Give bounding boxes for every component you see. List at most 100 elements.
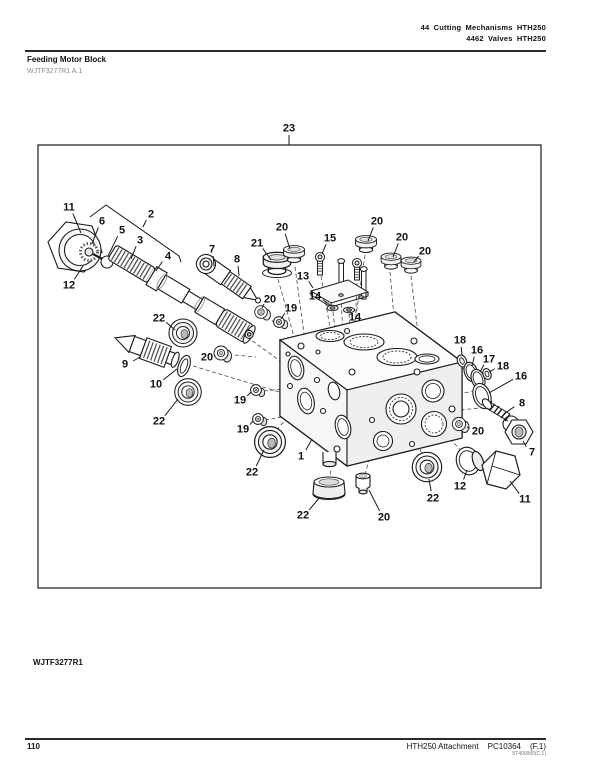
footer-code: ST400980(C.1) [511,751,546,757]
callout-leader-line [466,426,470,430]
solenoid-valve-9-group [113,334,191,378]
callout-leader-line [522,440,527,447]
callout-leader-line [428,478,432,492]
hex-plug-right [471,450,521,490]
header-line-1: 44 Cutting Mechanisms HTH250 [420,23,546,32]
callout-label-13: 13 [297,271,309,283]
callout-leader-line [509,480,520,494]
callout-label-20: 20 [201,352,213,364]
callout-label-22: 22 [246,467,258,479]
callout-leader-line [142,219,147,228]
callout-label-19: 19 [234,395,246,407]
callout-leader-line [72,213,82,234]
spring-cartridge-right [481,398,534,445]
callout-label-20: 20 [396,232,408,244]
callout-leader-line [463,469,468,480]
callout-label-3: 3 [137,235,143,247]
callout-label-22: 22 [153,313,165,325]
callout-labels: 2311652341278212015131414202020229102020… [63,123,535,524]
callout-label-22: 22 [153,416,165,428]
callout-leader-line [284,233,291,250]
callout-label-8: 8 [234,254,240,266]
callout-label-15: 15 [324,233,336,245]
callout-label-20: 20 [264,294,276,306]
callout-label-12: 12 [63,280,75,292]
section-title: Feeding Motor Block [27,55,107,64]
callout-leader-line [261,303,265,309]
figure-caption: WJTF3277R1 [33,658,83,667]
callout-label-19: 19 [285,303,297,315]
seal-ring-kit-right [455,354,492,476]
callout-label-7: 7 [209,244,215,256]
callout-label-8: 8 [519,398,525,410]
callout-label-18: 18 [497,361,509,373]
callout-label-14: 14 [309,291,322,303]
relief-cartridge-upper [195,253,262,304]
callout-leader-line [249,420,254,425]
callout-leader-line [321,244,327,255]
callout-leader-line [413,255,419,263]
callout-leader-line [322,299,331,306]
callout-leader-line [246,391,252,397]
top-plug-caps [262,235,422,278]
callout-label-2: 2 [148,209,154,221]
callout-leader-line [165,321,176,331]
page-number: 110 [27,742,40,751]
footer-revision: (F.1) [530,742,546,751]
callout-leader-line [91,227,99,245]
callout-label-14: 14 [349,312,362,324]
callout-label-23: 23 [283,123,295,135]
footer-rule [25,738,546,740]
callout-label-12: 12 [454,481,466,493]
callout-leader-line [255,449,265,467]
callout-label-22: 22 [297,510,309,522]
callout-leader-line [262,248,272,261]
callout-label-7: 7 [529,447,535,459]
callout-leader-line [162,368,178,381]
callout-label-21: 21 [251,238,263,250]
callout-leader-line [107,235,119,257]
callout-label-18: 18 [454,335,466,347]
callout-leader-line [368,489,381,512]
callout-leader-line [280,312,286,320]
callout-label-11: 11 [63,202,75,214]
cartridge-valve-assembly [47,204,256,344]
callout-label-4: 4 [165,251,172,263]
callout-leader-line [367,227,374,242]
header-line-2: 4462 Valves HTH250 [466,34,546,43]
callout-leader-line [155,261,163,272]
callout-leader-line [130,246,137,260]
exploded-parts-figure: 2311652341278212015131414202020229102020… [37,123,542,589]
callout-leader-line [488,378,514,394]
callout-leader-line [308,496,321,511]
footer-catalog-number: PC10364 [487,742,521,751]
callout-leader-line [237,265,240,277]
callout-leader-line [132,356,141,362]
section-ref: WJTF3277R1 A.1 [27,68,83,75]
callout-label-11: 11 [519,494,531,506]
footer-product: HTH250 Attachment [406,742,479,751]
callout-leader-line [503,406,515,415]
callout-label-6: 6 [99,216,105,228]
bottom-parts [312,472,371,501]
callout-label-20: 20 [371,216,383,228]
callout-leader-line [479,364,485,373]
valve-seat-ring-10 [177,354,191,378]
callout-label-19: 19 [237,424,249,436]
callout-leader-line [392,243,399,258]
callout-label-20: 20 [378,512,390,524]
callout-leader-line [212,255,215,267]
callout-leader-line [164,398,179,417]
callout-label-22: 22 [427,493,439,505]
callout-label-16: 16 [471,345,483,357]
callout-label-9: 9 [122,359,128,371]
mounting-plate-group [309,252,370,314]
callout-label-1: 1 [298,451,304,463]
callout-leader-line [73,265,84,280]
page-header: 44 Cutting Mechanisms HTH250 4462 Valves… [421,22,546,44]
callout-leader-line [305,438,313,451]
header-rule [25,50,546,52]
callout-label-5: 5 [119,225,125,237]
footer-right: HTH250 Attachment PC10364 (F.1) [407,742,546,751]
